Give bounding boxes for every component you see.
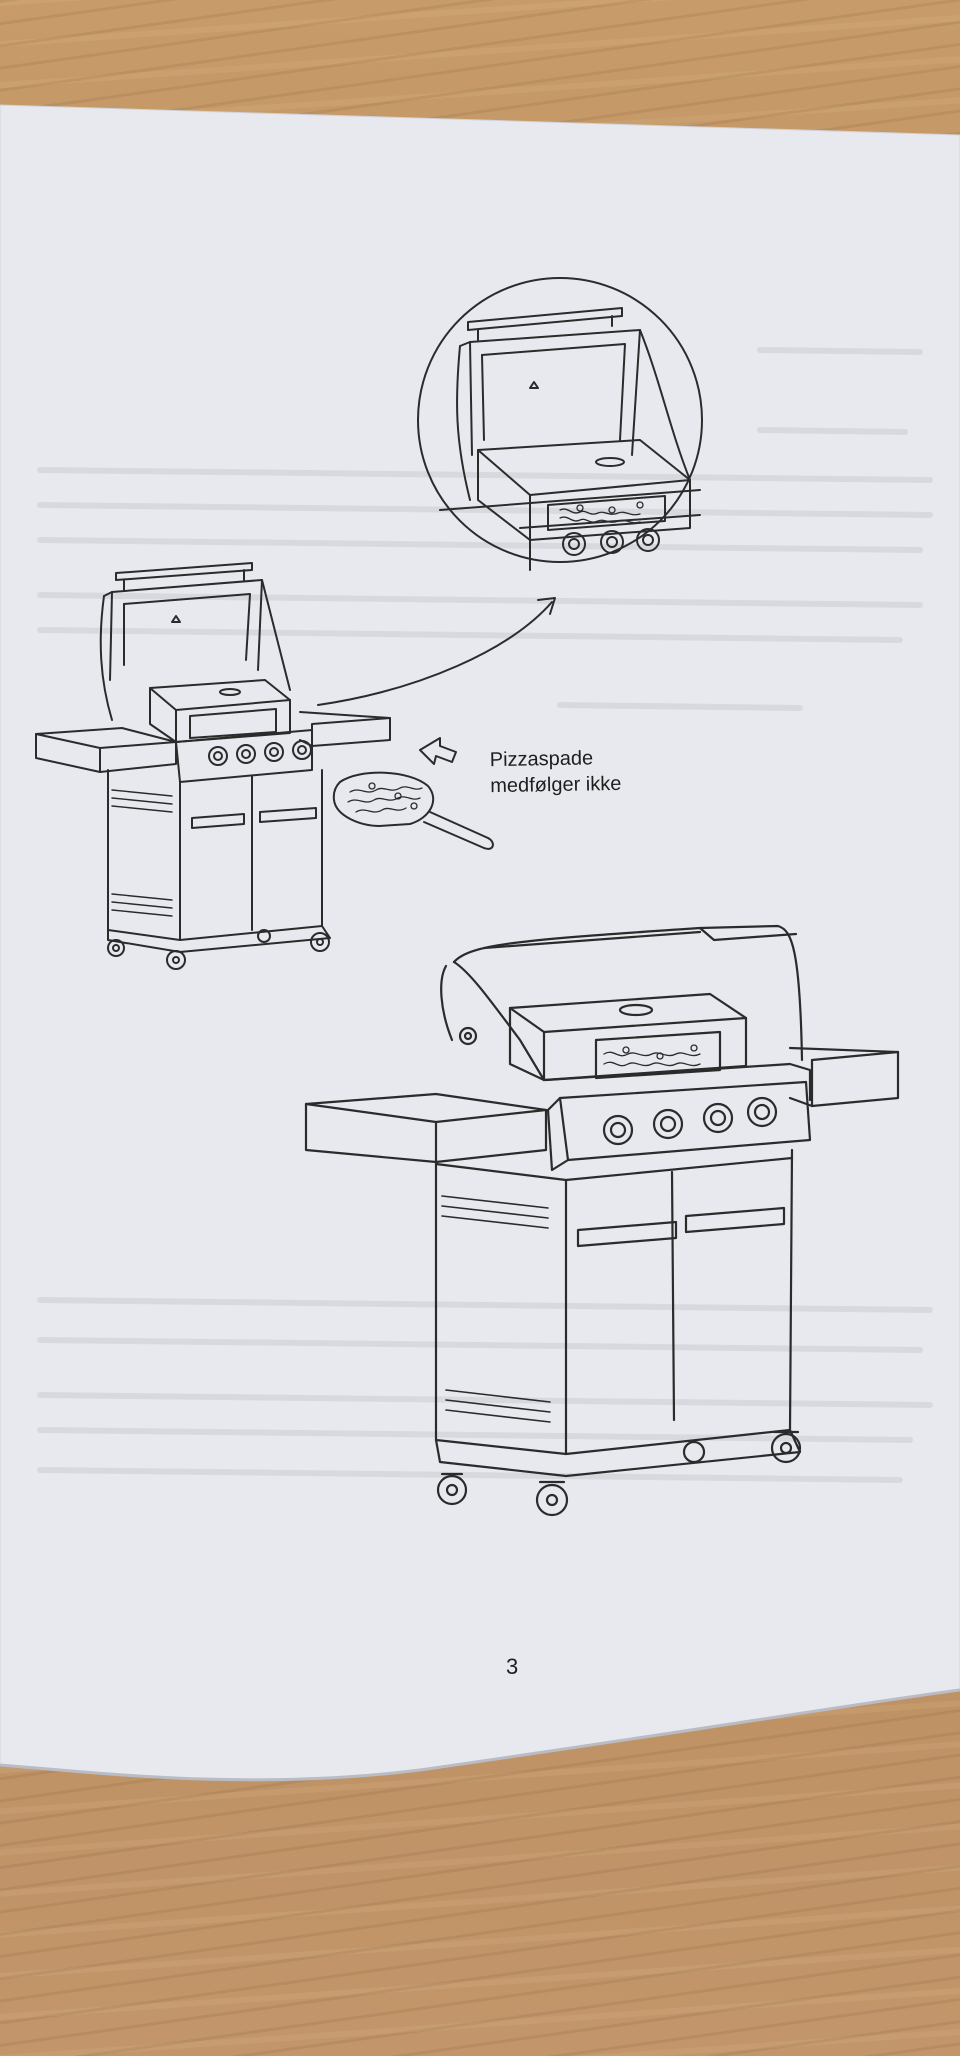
small-grill-illustration — [35, 562, 391, 970]
caption-line-2: medfølger ikke — [490, 772, 622, 798]
push-arrow-icon — [419, 737, 457, 765]
zoom-arrow — [317, 601, 553, 706]
zoom-detail-circle — [417, 277, 703, 571]
pizza-peel-caption: Pizzaspade medfølger ikke — [490, 745, 622, 799]
page-number: 3 — [506, 1654, 519, 1679]
paper-sheet — [0, 104, 960, 1781]
caption-line-1: Pizzaspade — [489, 747, 594, 772]
large-grill-illustration — [304, 924, 900, 1517]
show-through-text — [37, 347, 933, 1483]
pizza-peel-illustration — [332, 771, 494, 850]
